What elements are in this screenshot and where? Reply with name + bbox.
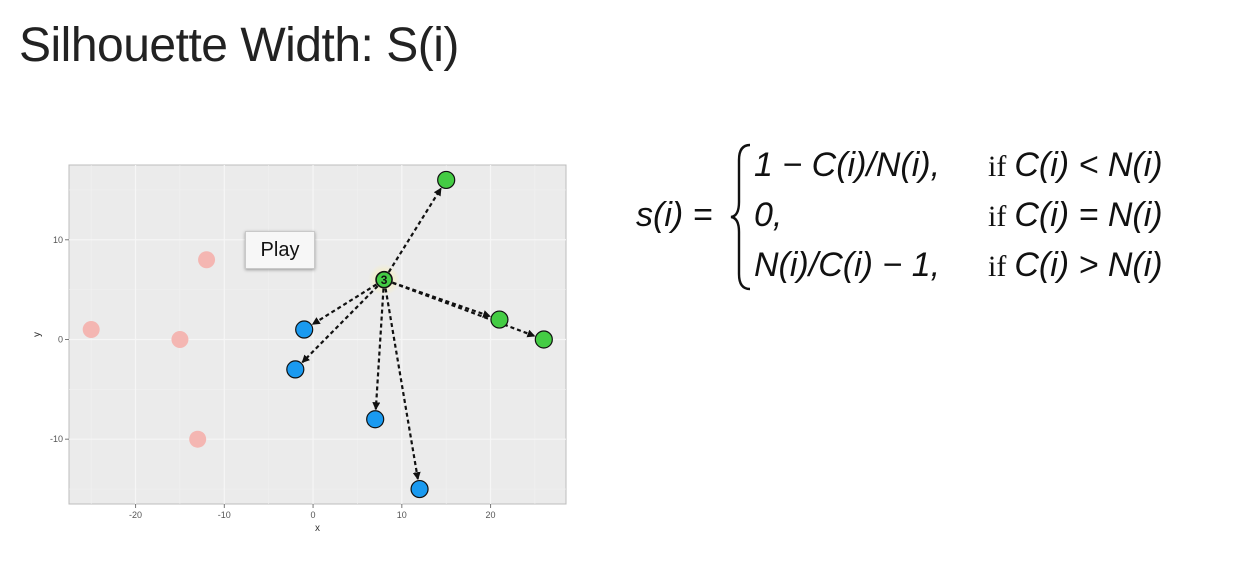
- distance-arrow: [311, 283, 378, 326]
- scatter-point: [410, 479, 429, 499]
- scatter-point: [198, 251, 216, 269]
- x-tick-label: 0: [311, 510, 316, 520]
- distance-arrow: [384, 288, 421, 481]
- selected-point: [375, 270, 393, 289]
- scatter-point: [286, 360, 305, 379]
- scatter-point: [534, 330, 553, 349]
- formula-lhs: s(i) =: [636, 196, 713, 234]
- x-tick-label: 10: [397, 510, 407, 520]
- y-tick-label: 10: [53, 235, 63, 245]
- scatter-point: [295, 320, 314, 339]
- scatter-point: [171, 330, 189, 348]
- formula-brace: [730, 143, 751, 291]
- formula-case-2-expr: 0,: [754, 196, 783, 234]
- formula-case-3-expr: N(i)/C(i) − 1,: [754, 246, 941, 284]
- formula-case-1-expr: 1 − C(i)/N(i),: [754, 146, 941, 184]
- scatter-point: [189, 430, 207, 448]
- distance-arrow: [372, 288, 385, 411]
- y-tick-label: 0: [58, 334, 63, 344]
- x-tick-label: -20: [129, 510, 142, 520]
- x-tick-label: -10: [218, 510, 231, 520]
- y-axis-label: y: [32, 332, 43, 337]
- y-tick-label: -10: [50, 434, 63, 444]
- slide-title: Silhouette Width: S(i): [19, 19, 459, 72]
- play-button[interactable]: Play: [245, 231, 315, 269]
- scatter-point: [366, 410, 385, 429]
- scatter-point: [82, 321, 100, 339]
- x-tick-label: 20: [486, 510, 496, 520]
- distance-arrow: [301, 285, 379, 364]
- scatter-point: [437, 170, 456, 190]
- selected-point-label: 3: [381, 273, 388, 287]
- plot-panel: [68, 164, 567, 505]
- scatter-point: [490, 310, 509, 329]
- distance-arrow: [392, 281, 536, 338]
- x-axis-label: x: [315, 523, 320, 534]
- distance-arrow: [387, 187, 442, 273]
